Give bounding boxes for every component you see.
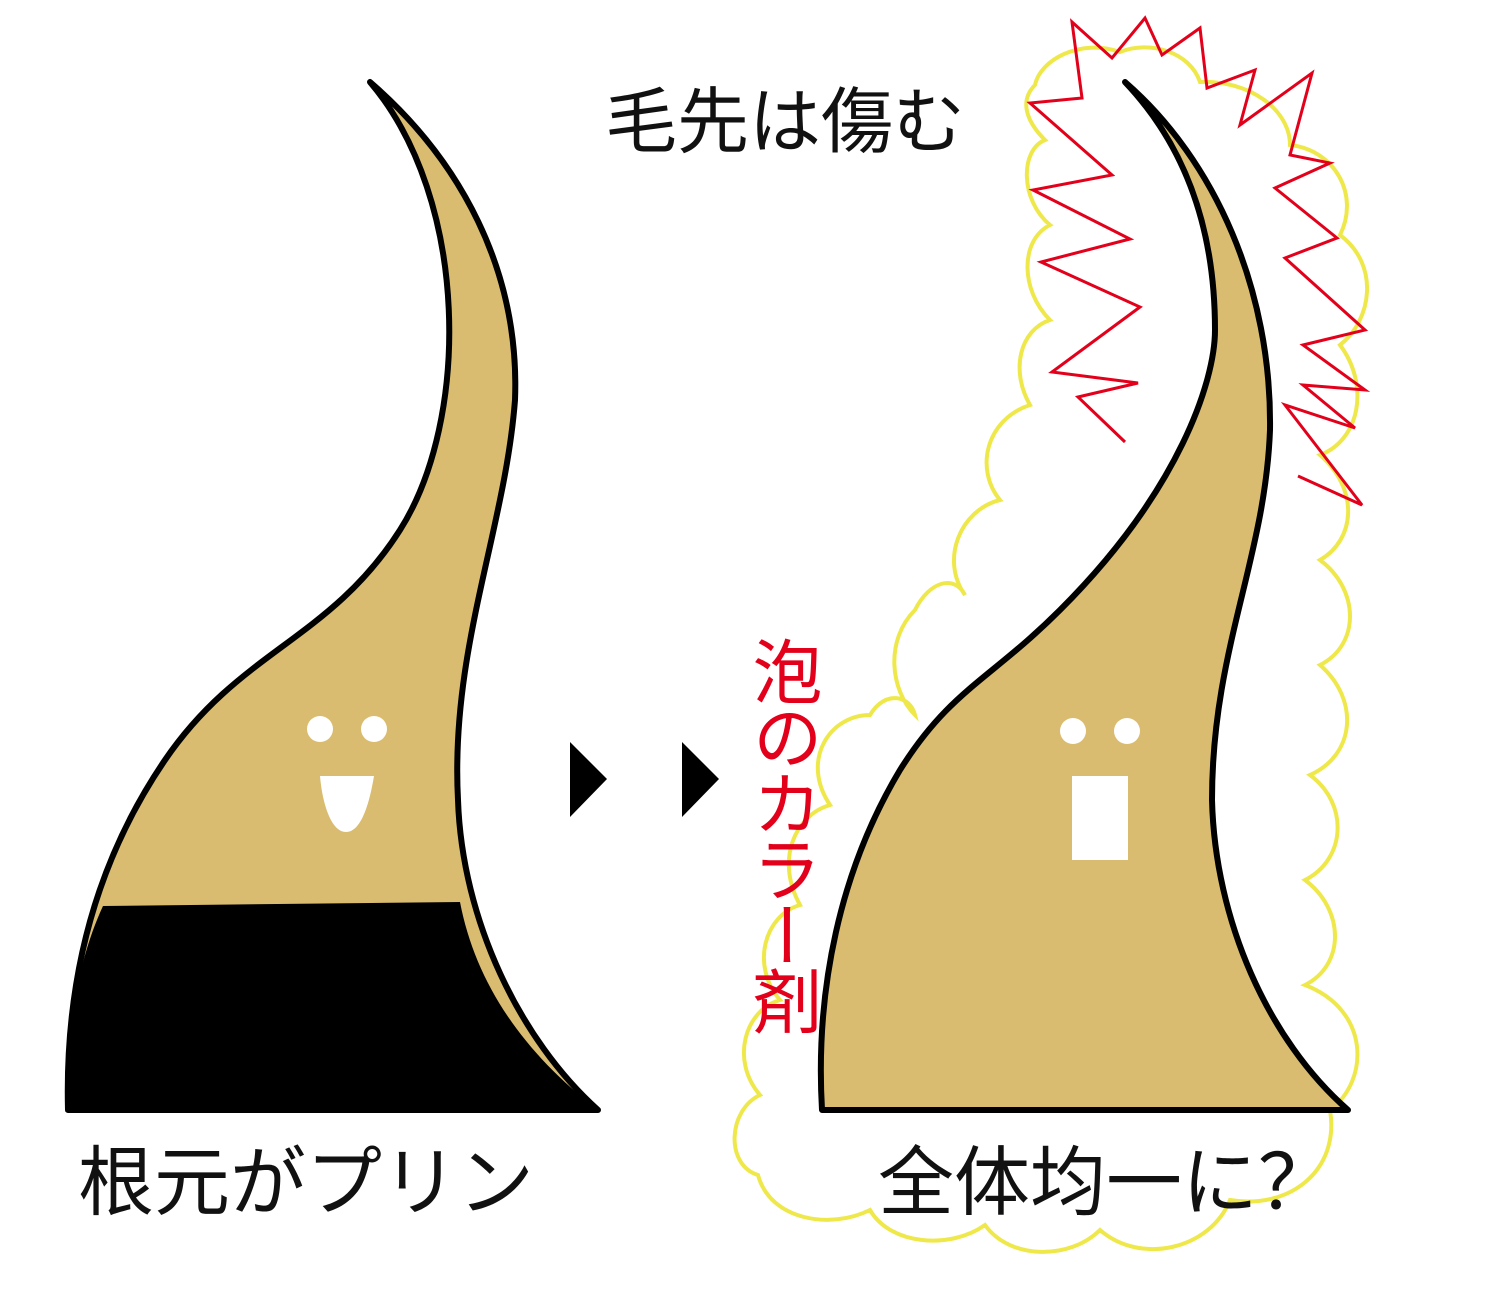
hair-root-black bbox=[67, 902, 599, 1110]
product-label: 泡のカラー剤 bbox=[741, 636, 823, 1032]
left-eye bbox=[307, 716, 333, 742]
left-eye bbox=[1060, 718, 1086, 744]
arrow-icon bbox=[570, 742, 607, 817]
foam-cloud bbox=[732, 45, 1370, 1254]
before-caption: 根元がプリン bbox=[78, 1138, 534, 1227]
hair-body bbox=[817, 79, 1351, 1113]
right-eye bbox=[361, 716, 387, 742]
hair-strand-before bbox=[64, 79, 601, 1113]
right-eye bbox=[1114, 718, 1140, 744]
damage-zigzag-icon bbox=[1026, 15, 1371, 507]
hair-strand-after bbox=[817, 79, 1351, 1113]
arrow-icon bbox=[682, 742, 719, 817]
surprised-mouth bbox=[1072, 776, 1128, 860]
smiling-mouth bbox=[320, 776, 374, 832]
after-caption: 全体均一に？ bbox=[878, 1138, 1334, 1227]
damage-caption: 毛先は傷む bbox=[605, 80, 966, 164]
